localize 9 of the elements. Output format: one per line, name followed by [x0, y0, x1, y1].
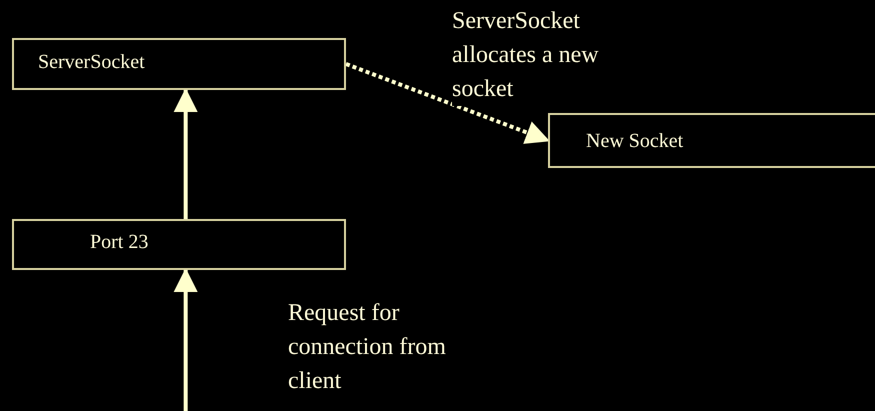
process-box: [548, 113, 875, 168]
arrow: [174, 268, 198, 411]
arrow: [345, 62, 550, 144]
process-box: [12, 38, 346, 90]
box-label: ServerSocket: [38, 50, 145, 74]
box-label: Port 23: [90, 230, 148, 254]
process-box: [12, 219, 346, 270]
arrow: [174, 88, 198, 219]
box-label: New Socket: [586, 129, 684, 153]
